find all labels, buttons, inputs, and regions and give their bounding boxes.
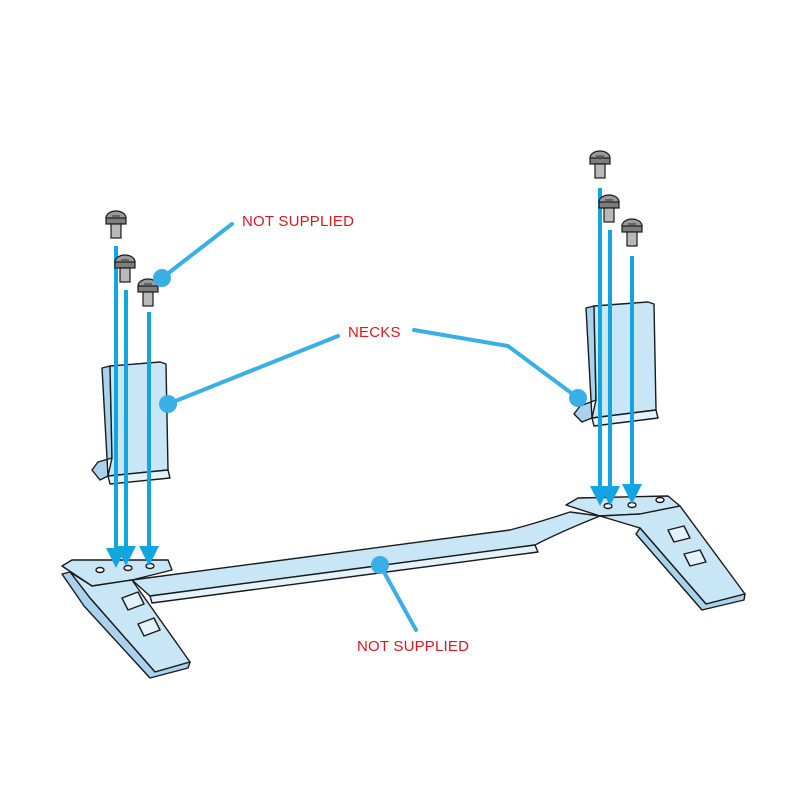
left-neck-icon (91, 361, 171, 485)
screw-icon (105, 210, 127, 239)
right-foot-leg-side (635, 527, 746, 611)
arrow-icon (116, 290, 136, 566)
right-neck-icon (573, 301, 659, 427)
arrow-icon (139, 312, 159, 566)
stand-base-icon (61, 495, 746, 679)
screw-icon (114, 254, 136, 283)
right-foot-leg (599, 505, 746, 605)
screw-icon (589, 150, 611, 179)
left-foot-leg-side (61, 571, 191, 679)
stand-crossbar-front (149, 544, 539, 604)
callout-not-supplied-top (153, 222, 234, 287)
callout-necks-left (159, 334, 340, 413)
not-supplied-label-bottom: NOT SUPPLIED (357, 638, 470, 655)
callouts (153, 222, 587, 632)
necks-label: NECKS (348, 324, 401, 341)
not-supplied-label-top: NOT SUPPLIED (242, 213, 355, 230)
screw-icon (137, 278, 159, 307)
screw-icon (598, 194, 620, 223)
arrows (106, 188, 642, 568)
arrow-icon (600, 230, 620, 506)
screws (105, 150, 643, 307)
screw-icon (621, 218, 643, 247)
arrow-icon (622, 256, 642, 504)
stand-crossbar (131, 511, 601, 597)
callout-not-supplied-bottom (371, 556, 418, 632)
callout-necks-right (412, 328, 587, 407)
